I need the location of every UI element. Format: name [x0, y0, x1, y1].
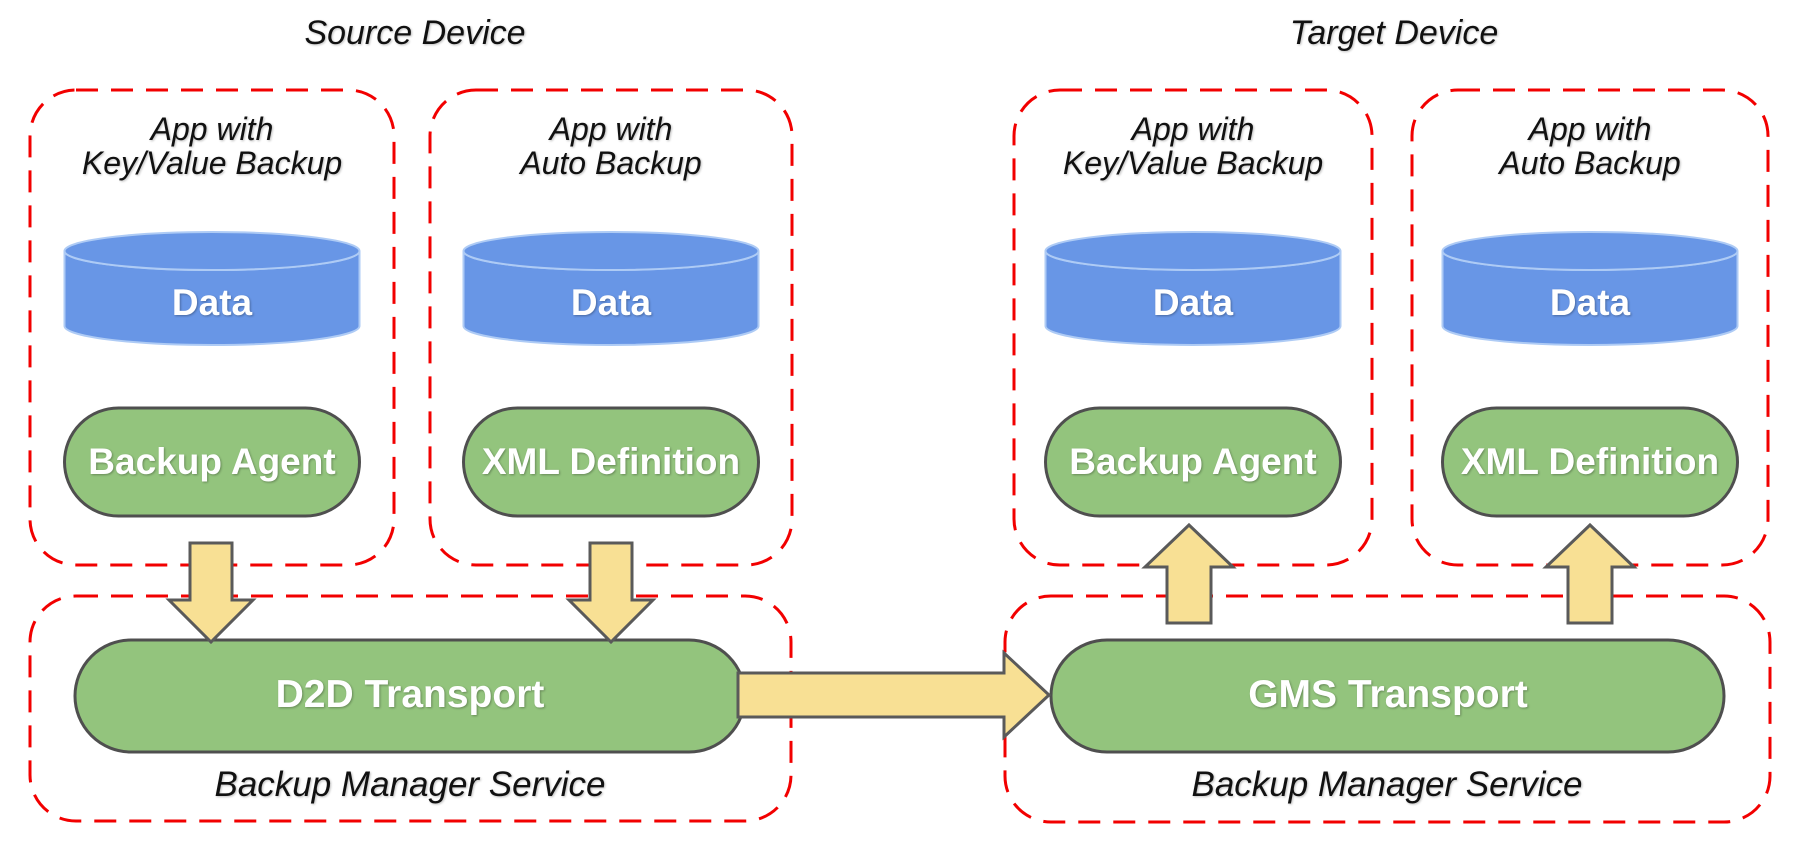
target-device-title: Target Device — [1289, 14, 1499, 52]
app-label-line2: Key/Value Backup — [81, 145, 343, 181]
app-label-line1: App with — [150, 111, 274, 147]
data-cylinder-source-keyvalue — [63, 231, 361, 346]
arrow-gms-to-xml-definition — [1542, 522, 1638, 625]
service-box-label-target: Backup Manager Service — [1191, 765, 1583, 804]
app-box-outline-source-auto — [428, 88, 794, 567]
app-label-line1: App with — [549, 111, 673, 147]
app-label-source-keyvalue: App with Key/Value Backup — [30, 112, 394, 180]
transport-pill-gms — [1049, 638, 1726, 754]
component-pill-label: Backup Agent — [88, 441, 336, 482]
service-box-label-source: Backup Manager Service — [214, 765, 606, 804]
app-label-line1: App with — [1528, 111, 1652, 147]
data-cylinder-source-auto — [462, 231, 760, 346]
component-pill-label: Backup Agent — [1069, 441, 1317, 482]
app-label-line1: App with — [1131, 111, 1255, 147]
app-label-line2: Key/Value Backup — [1062, 145, 1324, 181]
arrow-gms-to-backup-agent — [1141, 522, 1237, 625]
app-label-source-auto: App with Auto Backup — [430, 112, 792, 180]
arrow-d2d-to-gms — [736, 649, 1052, 741]
component-pill-xml-definition-target — [1441, 406, 1739, 518]
app-label-target-auto: App with Auto Backup — [1412, 112, 1768, 180]
source-device-title: Source Device — [304, 14, 526, 52]
app-label-target-keyvalue: App with Key/Value Backup — [1014, 112, 1372, 180]
transport-pill-label-gms: GMS Transport — [1248, 673, 1528, 716]
data-cylinder-target-auto — [1441, 231, 1739, 346]
data-cylinder-target-keyvalue — [1044, 231, 1342, 346]
component-pill-label: XML Definition — [481, 441, 741, 482]
data-cylinder-label: Data — [171, 282, 253, 323]
app-box-outline-source-keyvalue — [28, 88, 396, 567]
data-cylinder-label: Data — [1152, 282, 1234, 323]
component-pill-label: XML Definition — [1460, 441, 1720, 482]
data-cylinder-label: Data — [570, 282, 652, 323]
app-label-line2: Auto Backup — [1499, 145, 1681, 181]
component-pill-xml-definition-source — [462, 406, 760, 518]
app-label-line2: Auto Backup — [520, 145, 702, 181]
arrow-backup-agent-to-d2d — [165, 541, 257, 645]
data-cylinder-label: Data — [1549, 282, 1631, 323]
component-pill-backup-agent-target — [1044, 406, 1342, 518]
component-pill-backup-agent-source — [63, 406, 361, 518]
transport-pill-label-d2d: D2D Transport — [275, 673, 545, 716]
arrow-xml-definition-to-d2d — [565, 541, 657, 645]
